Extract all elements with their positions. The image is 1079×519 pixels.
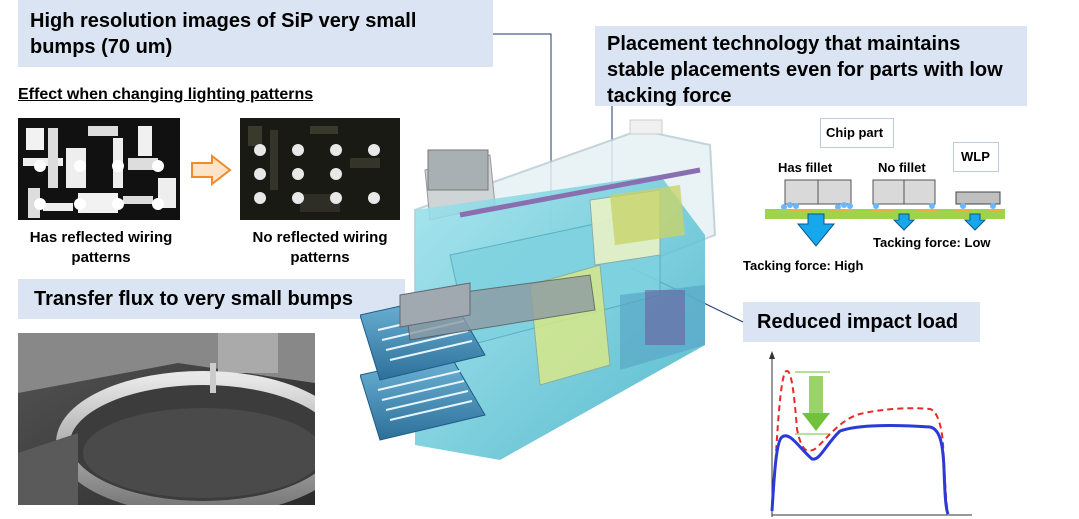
callout-resolution-text: High resolution images of SiP very small… (30, 10, 417, 58)
high-force-arrow-icon (796, 213, 836, 247)
wlp-label: WLP (961, 149, 990, 164)
impact-load-chart (769, 351, 972, 517)
callout-placement: Placement technology that maintains stab… (595, 26, 1027, 107)
orange-arrow-icon (191, 154, 232, 186)
chip-part-label: Chip part (826, 125, 884, 140)
no-reflected-wiring-image (240, 118, 400, 220)
has-fillet-label: Has fillet (778, 160, 833, 175)
machine-illustration (360, 119, 717, 460)
red-dashed-curve (771, 369, 949, 515)
left-caption: Has reflected wiring patterns (29, 229, 173, 266)
tacking-high-label: Tacking force: High (743, 258, 864, 273)
blue-solid-curve (770, 424, 950, 515)
wlp-force-arrow-icon (963, 213, 987, 231)
no-fillet-label: No fillet (878, 160, 926, 175)
placement-diagram (765, 179, 1005, 247)
flux-transfer-photo (18, 333, 315, 505)
callout-placement-text: Placement technology that maintains stab… (607, 33, 1003, 107)
reduction-arrow-icon (802, 413, 830, 431)
callout-impact-text: Reduced impact load (757, 311, 959, 333)
callout-impact: Reduced impact load (743, 302, 980, 342)
callout-resolution: High resolution images of SiP very small… (18, 0, 493, 67)
callout-transfer-text: Transfer flux to very small bumps (34, 288, 353, 310)
wlp-label-box: WLP (953, 142, 999, 172)
lighting-heading: Effect when changing lighting patterns (18, 86, 314, 103)
chip-part-label-box: Chip part (820, 118, 894, 148)
reflected-wiring-image (18, 118, 180, 220)
reduction-arrow-body (809, 376, 823, 416)
low-force-arrow-icon (892, 213, 916, 231)
right-caption: No reflected wiring patterns (252, 229, 388, 266)
callout-transfer: Transfer flux to very small bumps (18, 279, 405, 319)
tacking-low-label: Tacking force: Low (873, 235, 991, 250)
